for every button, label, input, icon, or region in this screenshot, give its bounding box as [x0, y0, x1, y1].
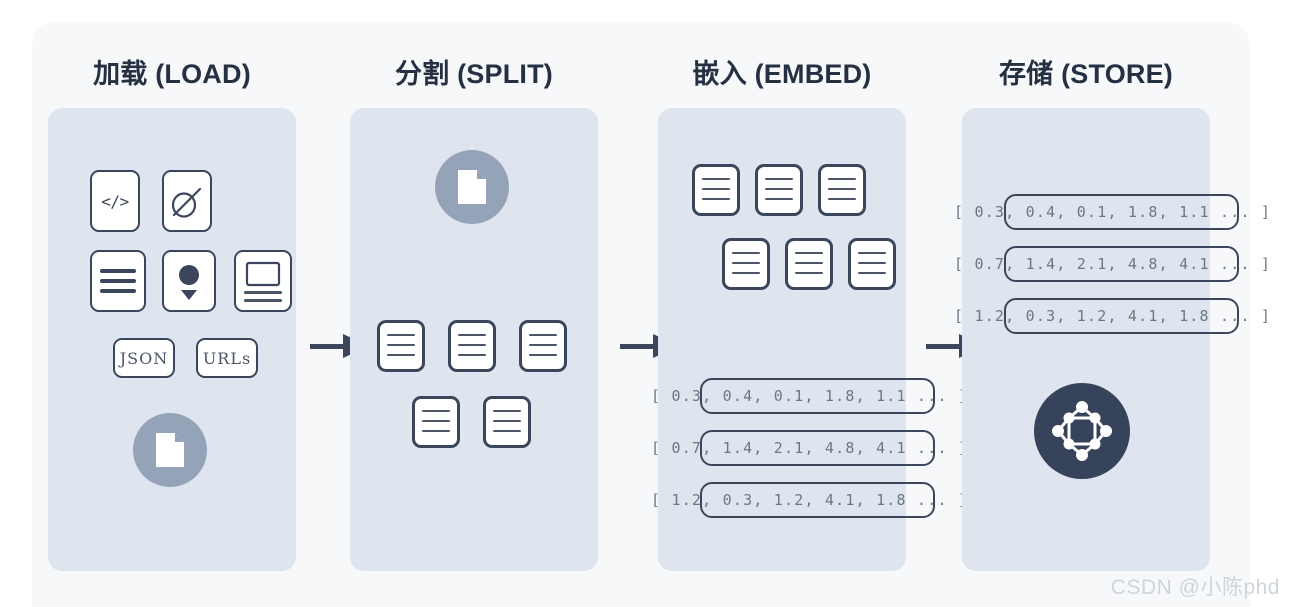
- code-icon-label: </>: [101, 191, 129, 211]
- chunk-card: [848, 238, 896, 290]
- stage-panel-load: </>: [48, 108, 296, 571]
- arrow-shaft: [620, 344, 660, 349]
- stage-title-embed: 嵌入 (EMBED): [692, 59, 872, 89]
- code-icon: </>: [90, 170, 140, 232]
- vector-row: [ 1.2, 0.3, 1.2, 4.1, 1.8 ... ]: [954, 307, 1272, 325]
- stage-column-split: 分割 (SPLIT): [350, 0, 598, 607]
- vector-database-icon: [1052, 401, 1112, 461]
- vector-row: [ 0.3, 0.4, 0.1, 1.8, 1.1 ... ]: [954, 203, 1272, 221]
- stage-panel-embed: [658, 108, 906, 571]
- vector-database-badge: [1034, 383, 1130, 479]
- text-lines-icon: [90, 250, 146, 312]
- stage-title-split: 分割 (SPLIT): [395, 59, 553, 89]
- arrow-shaft: [310, 344, 350, 349]
- chunk-card: [722, 238, 770, 290]
- chunk-card: [377, 320, 425, 372]
- monitor-icon-glyph: [244, 261, 282, 302]
- chunk-card: [692, 164, 740, 216]
- chunk-card: [483, 396, 531, 448]
- arrow-shaft: [926, 344, 966, 349]
- stage-panel-split: [350, 108, 598, 571]
- chunk-card: [412, 396, 460, 448]
- vector-row: [ 0.7, 1.4, 2.1, 4.8, 4.1 ... ]: [651, 439, 969, 457]
- chunk-card: [785, 238, 833, 290]
- vector-row: [ 1.2, 0.3, 1.2, 4.1, 1.8 ... ]: [651, 491, 969, 509]
- pen-slash-icon: [162, 170, 212, 232]
- vector-row: [ 0.7, 1.4, 2.1, 4.8, 4.1 ... ]: [954, 255, 1272, 273]
- audio-dot-icon: [162, 250, 216, 312]
- document-badge-split: [435, 150, 509, 224]
- vector-row: [ 0.3, 0.4, 0.1, 1.8, 1.1 ... ]: [651, 387, 969, 405]
- csdn-watermark: CSDN @小陈phd: [1110, 576, 1280, 599]
- document-icon: [458, 170, 486, 204]
- document-badge-load: [133, 413, 207, 487]
- pen-slash-icon-glyph: [171, 187, 202, 218]
- stage-title-store: 存储 (STORE): [998, 59, 1173, 89]
- stage-title-load: 加载 (LOAD): [93, 59, 251, 89]
- audio-dot-icon-glyph: [179, 265, 199, 300]
- monitor-icon: [234, 250, 292, 312]
- chunk-card: [755, 164, 803, 216]
- stage-column-load: 加载 (LOAD) </>: [48, 0, 296, 607]
- document-icon: [156, 433, 184, 467]
- urls-chip: URLs: [196, 338, 258, 378]
- chunk-card: [519, 320, 567, 372]
- stage-column-embed: 嵌入 (EMBED) [ 0.3, 0.4, 0.1, 1.8, 1.1 ...…: [651, 0, 967, 607]
- chunk-card: [448, 320, 496, 372]
- stage-panel-store: [962, 108, 1210, 571]
- stage-column-store: 存储 (STORE): [954, 0, 1270, 607]
- chunk-card: [818, 164, 866, 216]
- json-chip: JSON: [113, 338, 175, 378]
- text-lines-icon-glyph: [100, 269, 136, 293]
